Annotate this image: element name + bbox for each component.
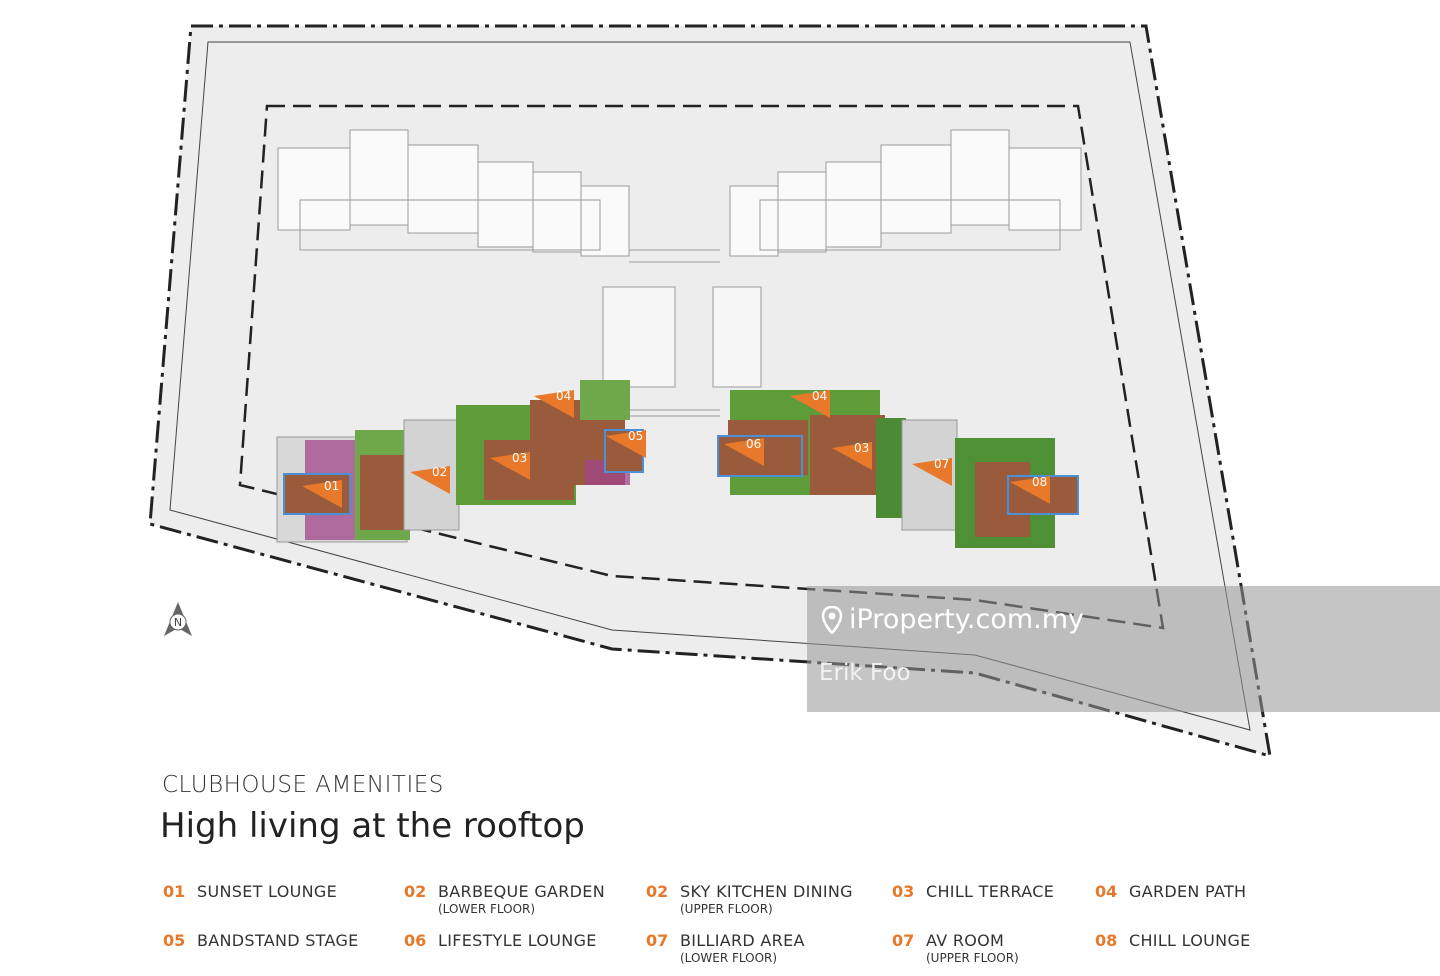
marker-label: 04: [812, 389, 827, 403]
watermark-user: Erik Foo: [819, 660, 911, 686]
legend-label: SUNSET LOUNGE: [197, 882, 337, 901]
legend-label: CHILL TERRACE: [926, 882, 1055, 901]
legend-sublabel: (UPPER FLOOR): [680, 902, 773, 916]
section-heading: CLUBHOUSE AMENITIES: [162, 772, 444, 798]
legend-item: 05 BANDSTAND STAGE: [163, 931, 359, 950]
amenity-marker: 01: [302, 479, 342, 508]
legend-item: 04 GARDEN PATH: [1095, 882, 1246, 901]
legend-number: 03: [892, 882, 915, 901]
marker-triangle: [912, 458, 952, 486]
amenity-marker: 02: [410, 465, 450, 494]
amenity-marker: 03: [490, 451, 530, 480]
watermark-overlay: iProperty.com.my Erik Foo: [807, 586, 1440, 712]
marker-triangle: [606, 430, 646, 458]
compass-label: N: [174, 616, 182, 629]
marker-triangle: [724, 438, 764, 466]
marker-label: 05: [628, 429, 643, 443]
legend-number: 02: [646, 882, 669, 901]
legend-item: 03 CHILL TERRACE: [892, 882, 1054, 901]
legend-item: 02 SKY KITCHEN DINING (UPPER FLOOR): [646, 882, 853, 916]
building-line: [238, 104, 1165, 630]
legend-item: 08 CHILL LOUNGE: [1095, 931, 1251, 950]
amenity-marker: 04: [534, 389, 574, 418]
legend-item: 07 AV ROOM (UPPER FLOOR): [892, 931, 1019, 965]
watermark-site: iProperty.com.my: [849, 604, 1085, 635]
marker-label: 07: [934, 457, 949, 471]
legend-label: BILLIARD AREA: [680, 931, 805, 950]
amenity-marker: 08: [1010, 475, 1050, 504]
legend-number: 06: [404, 931, 427, 950]
compass: N: [164, 602, 192, 636]
legend-sublabel: (LOWER FLOOR): [680, 951, 778, 965]
amenity-marker: 04: [790, 389, 830, 418]
legend-number: 08: [1095, 931, 1118, 950]
legend-label: GARDEN PATH: [1129, 882, 1247, 901]
legend-item: 06 LIFESTYLE LOUNGE: [404, 931, 597, 950]
legend-item: 01 SUNSET LOUNGE: [163, 882, 337, 901]
legend-number: 07: [646, 931, 669, 950]
legend-label: LIFESTYLE LOUNGE: [438, 931, 597, 950]
page-title: High living at the rooftop: [160, 806, 585, 846]
marker-triangle: [790, 390, 830, 418]
legend-label: BANDSTAND STAGE: [197, 931, 359, 950]
amenity-marker: 03: [832, 441, 872, 470]
site-boundary: [148, 24, 1272, 759]
marker-label: 01: [324, 479, 339, 493]
marker-label: 08: [1032, 475, 1047, 489]
marker-triangle: [410, 466, 450, 494]
legend-number: 01: [163, 882, 186, 901]
marker-label: 03: [854, 441, 869, 455]
marker-label: 04: [556, 389, 571, 403]
amenity-marker: 07: [912, 457, 952, 486]
legend-label: CHILL LOUNGE: [1129, 931, 1251, 950]
legend-number: 05: [163, 931, 186, 950]
marker-triangle: [1010, 476, 1050, 504]
legend-number: 02: [404, 882, 427, 901]
amenity-markers: 01 02 03 04 05 06 03 04 07 08: [302, 389, 1050, 508]
marker-label: 02: [432, 465, 447, 479]
left-residential-wing: [277, 129, 720, 263]
marker-triangle: [302, 480, 342, 508]
right-residential-wing: [729, 129, 1082, 257]
legend-number: 07: [892, 931, 915, 950]
marker-label: 03: [512, 451, 527, 465]
legend-sublabel: (UPPER FLOOR): [926, 951, 1019, 965]
marker-triangle: [832, 442, 872, 470]
marker-triangle: [534, 390, 574, 418]
amenity-marker: 05: [606, 429, 646, 458]
legend-label: SKY KITCHEN DINING: [680, 882, 853, 901]
watermark-logo: iProperty.com.my: [821, 604, 1084, 635]
marker-triangle: [490, 452, 530, 480]
site-plan: 01 02 03 04 05 06 03 04 07 08 N: [148, 24, 1272, 759]
location-pin-icon: [821, 605, 843, 634]
lift-cores: [602, 286, 762, 417]
marker-label: 06: [746, 437, 761, 451]
legend-number: 04: [1095, 882, 1118, 901]
legend-item: 07 BILLIARD AREA (LOWER FLOOR): [646, 931, 805, 965]
legend-label: AV ROOM: [926, 931, 1005, 950]
legend-sublabel: (LOWER FLOOR): [438, 902, 536, 916]
legend-label: BARBEQUE GARDEN: [438, 882, 605, 901]
legend-item: 02 BARBEQUE GARDEN (LOWER FLOOR): [404, 882, 605, 916]
amenity-marker: 06: [724, 437, 764, 466]
